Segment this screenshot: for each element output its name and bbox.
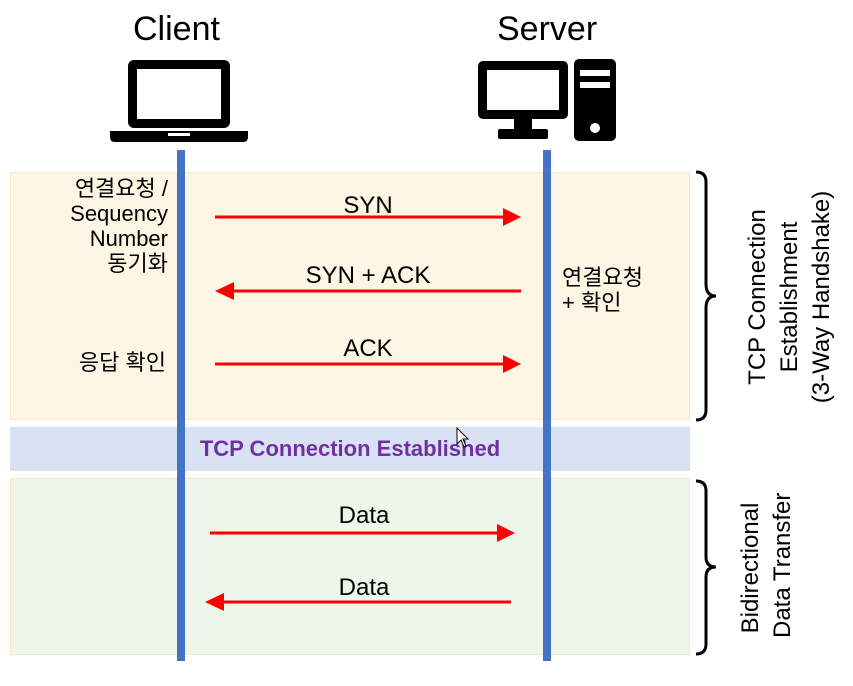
syn-arrow xyxy=(215,208,521,226)
transfer-side-line: Data Transfer xyxy=(769,492,796,638)
data-transfer-zone xyxy=(10,478,690,655)
server-lifeline xyxy=(543,150,551,661)
server-note-line: 연결요청 xyxy=(562,265,643,290)
handshake-side-line: TCP Connection xyxy=(744,209,771,385)
handshake-side-line: Establishment xyxy=(776,221,803,373)
ack-label: ACK xyxy=(343,335,393,362)
data-request-arrow xyxy=(210,524,515,542)
syn-ack-arrow xyxy=(215,282,521,300)
client-note-line: 동기화 xyxy=(107,251,168,276)
client-note-line: Sequency xyxy=(70,201,168,226)
client-lifeline xyxy=(177,150,185,661)
data-response-arrow xyxy=(205,593,511,611)
transfer-side-label: Bidirectional Data Transfer xyxy=(735,492,799,638)
client-request-note: 연결요청 / Sequency Number 동기화 xyxy=(20,176,168,276)
transfer-side-line: Bidirectional xyxy=(737,502,764,634)
data-transfer-brace xyxy=(695,479,717,656)
established-label: TCP Connection Established xyxy=(199,436,501,461)
handshake-side-label: TCP Connection Establishment (3-Way Hand… xyxy=(742,177,838,417)
handshake-zone xyxy=(10,172,690,420)
established-band xyxy=(10,427,690,471)
client-note-line: Number xyxy=(89,226,168,251)
desktop-server-icon xyxy=(478,59,616,141)
syn-ack-label: SYN + ACK xyxy=(305,262,431,289)
syn-label: SYN xyxy=(343,192,393,219)
handshake-side-line: (3-Way Handshake) xyxy=(808,190,835,404)
client-title: Client xyxy=(133,10,220,48)
server-title: Server xyxy=(497,10,598,48)
data-response-label: Data xyxy=(338,574,390,601)
laptop-icon xyxy=(110,60,248,142)
server-request-note: 연결요청 + 확인 xyxy=(562,265,682,315)
client-ack-note: 응답 확인 xyxy=(78,350,166,375)
mouse-pointer-icon xyxy=(456,427,470,448)
client-note-line: 연결요청 / xyxy=(74,176,168,201)
data-request-label: Data xyxy=(338,502,390,529)
ack-arrow xyxy=(215,355,521,373)
server-note-line: + 확인 xyxy=(562,290,622,315)
handshake-brace xyxy=(695,170,717,422)
